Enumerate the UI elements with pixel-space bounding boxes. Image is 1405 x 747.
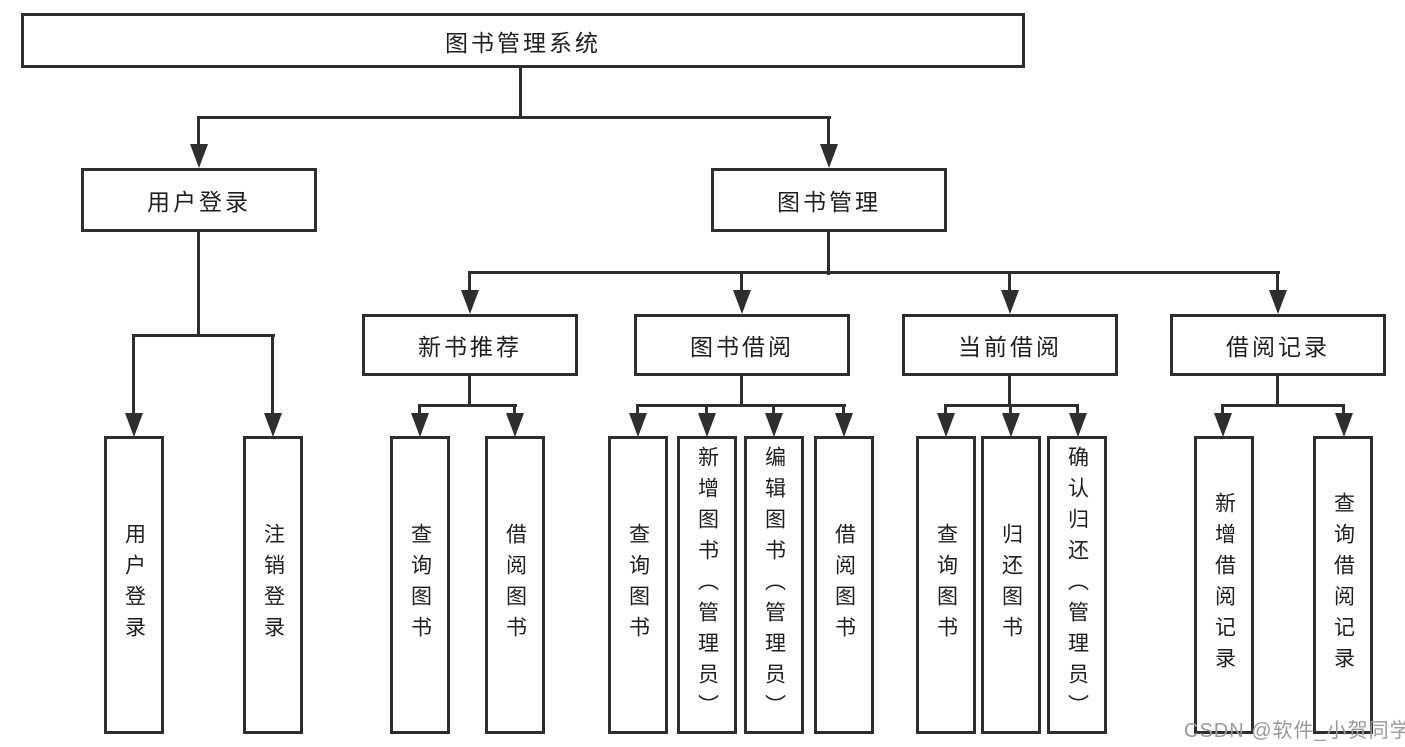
arrow-down-icon — [733, 290, 751, 314]
connector-line — [1276, 376, 1279, 407]
leaf-logout-label: 注销登录 — [261, 523, 285, 647]
leaf-current-query-book: 查询图书 — [916, 436, 976, 734]
arrow-down-icon — [1069, 413, 1087, 437]
leaf-borrow-book: 借阅图书 — [814, 436, 874, 734]
connector-line — [468, 271, 471, 295]
leaf-recommend-borrow-book-label: 借阅图书 — [503, 523, 527, 647]
node-book-borrow: 图书借阅 — [634, 314, 850, 376]
leaf-user-login-label: 用户登录 — [122, 523, 146, 647]
arrow-down-icon — [1001, 290, 1019, 314]
connector-line — [418, 404, 421, 420]
arrow-down-icon — [835, 413, 853, 437]
connector-line — [197, 232, 200, 337]
leaf-return-book: 归还图书 — [981, 436, 1041, 734]
connector-line — [636, 404, 639, 420]
arrow-down-icon — [264, 413, 282, 437]
connector-line — [1221, 404, 1345, 407]
arrow-down-icon — [820, 144, 838, 168]
node-user-login-label: 用户登录 — [147, 189, 251, 215]
connector-line — [197, 116, 200, 150]
connector-line — [636, 404, 846, 407]
arrow-down-icon — [629, 413, 647, 437]
connector-line — [1008, 271, 1011, 295]
csdn-watermark: CSDN @软件_小贺同学 — [1184, 720, 1405, 742]
node-book-management-label: 图书管理 — [777, 189, 881, 215]
leaf-edit-book-admin: 编辑图书（管理员） — [744, 436, 804, 734]
leaf-recommend-query-book: 查询图书 — [390, 436, 450, 734]
arrow-down-icon — [125, 413, 143, 437]
connector-line — [1076, 404, 1079, 420]
node-borrow-records-label: 借阅记录 — [1226, 334, 1330, 360]
leaf-add-book-admin: 新增图书（管理员） — [677, 436, 737, 734]
arrow-down-icon — [411, 413, 429, 437]
connector-line — [132, 334, 275, 337]
connector-line — [1221, 404, 1224, 420]
node-book-borrow-label: 图书借阅 — [690, 334, 794, 360]
leaf-recommend-query-book-label: 查询图书 — [408, 523, 432, 647]
leaf-current-query-book-label: 查询图书 — [934, 523, 958, 647]
leaf-query-borrow-record-label: 查询借阅记录 — [1331, 492, 1355, 678]
node-book-management: 图书管理 — [711, 168, 947, 232]
connector-line — [1342, 404, 1345, 420]
connector-line — [740, 271, 743, 295]
connector-line — [513, 404, 516, 420]
connector-line — [468, 376, 471, 407]
connector-line — [827, 116, 830, 150]
leaf-return-book-label: 归还图书 — [999, 523, 1023, 647]
arrow-down-icon — [506, 413, 524, 437]
connector-line — [842, 404, 845, 420]
arrow-down-icon — [1002, 413, 1020, 437]
node-user-login: 用户登录 — [81, 168, 317, 232]
connector-line — [827, 232, 830, 275]
leaf-query-borrow-record: 查询借阅记录 — [1313, 436, 1373, 734]
arrow-down-icon — [190, 144, 208, 168]
arrow-down-icon — [765, 413, 783, 437]
node-borrow-records: 借阅记录 — [1170, 314, 1386, 376]
leaf-user-login: 用户登录 — [104, 436, 164, 734]
node-new-book-recommend: 新书推荐 — [362, 314, 578, 376]
connector-line — [944, 404, 947, 420]
leaf-confirm-return-admin-label: 确认归还（管理员） — [1065, 445, 1089, 725]
node-new-book-recommend-label: 新书推荐 — [418, 334, 522, 360]
arrow-down-icon — [937, 413, 955, 437]
connector-line — [468, 271, 1280, 274]
arrow-down-icon — [1214, 413, 1232, 437]
leaf-borrow-query-book-label: 查询图书 — [626, 523, 650, 647]
node-root: 图书管理系统 — [21, 13, 1025, 68]
leaf-logout: 注销登录 — [243, 436, 303, 734]
connector-line — [132, 334, 135, 419]
leaf-add-borrow-record: 新增借阅记录 — [1194, 436, 1254, 734]
leaf-borrow-query-book: 查询图书 — [608, 436, 668, 734]
connector-line — [1276, 271, 1279, 295]
leaf-confirm-return-admin: 确认归还（管理员） — [1047, 436, 1107, 734]
connector-line — [197, 116, 831, 119]
leaf-borrow-book-label: 借阅图书 — [832, 523, 856, 647]
connector-line — [271, 334, 274, 419]
node-current-borrow: 当前借阅 — [902, 314, 1118, 376]
arrow-down-icon — [1269, 290, 1287, 314]
connector-line — [519, 66, 522, 119]
connector-line — [772, 404, 775, 420]
leaf-edit-book-admin-label: 编辑图书（管理员） — [762, 445, 786, 725]
arrow-down-icon — [698, 413, 716, 437]
connector-line — [705, 404, 708, 420]
leaf-add-borrow-record-label: 新增借阅记录 — [1212, 492, 1236, 678]
connector-line — [1009, 404, 1012, 420]
connector-line — [740, 376, 743, 407]
leaf-recommend-borrow-book: 借阅图书 — [485, 436, 545, 734]
arrow-down-icon — [1335, 413, 1353, 437]
node-current-borrow-label: 当前借阅 — [958, 334, 1062, 360]
leaf-add-book-admin-label: 新增图书（管理员） — [695, 445, 719, 725]
connector-line — [1008, 376, 1011, 407]
node-root-label: 图书管理系统 — [445, 29, 601, 56]
arrow-down-icon — [461, 290, 479, 314]
connector-line — [418, 404, 517, 407]
